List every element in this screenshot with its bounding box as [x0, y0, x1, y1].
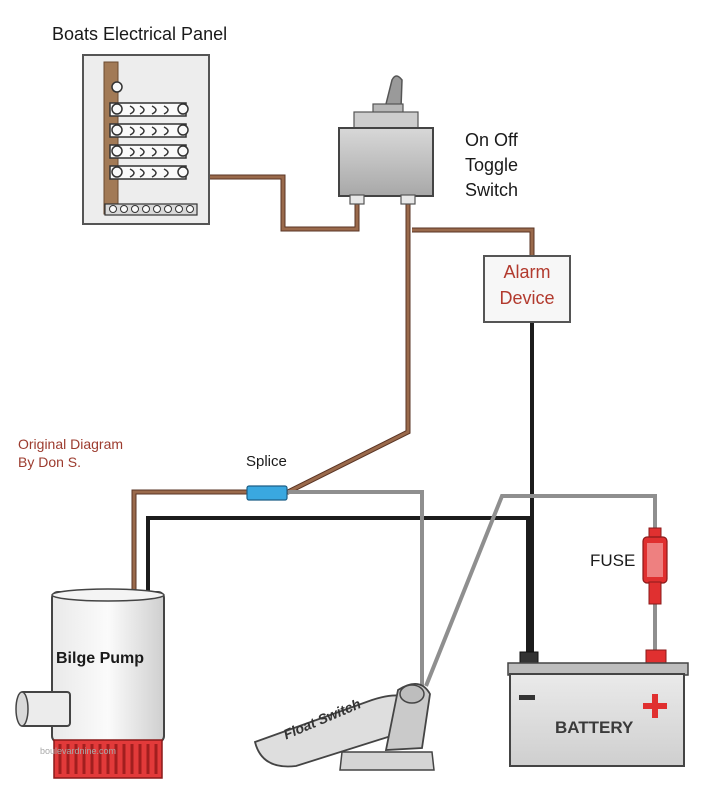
toggle-lever	[384, 75, 403, 109]
wire-splice-to-float	[288, 490, 424, 690]
electrical-panel	[82, 54, 210, 225]
wire-pump-to-battery	[146, 516, 530, 654]
alarm-device-box	[483, 255, 571, 323]
credit-line1: Original Diagram	[18, 436, 124, 452]
bilge-pump-label: Bilge Pump	[56, 650, 145, 667]
wire-switch-to-alarm	[412, 227, 535, 257]
battery-positive-sign	[643, 694, 667, 718]
toggle-switch-label: On Off Toggle Switch	[465, 128, 518, 203]
wire-switch-to-pump	[131, 202, 411, 592]
toggle-label-line2: Toggle	[465, 155, 519, 175]
credit-label: Original Diagram By Don S.	[18, 435, 123, 471]
panel-breakers	[109, 81, 189, 180]
panel-ground-bus	[104, 203, 198, 216]
wire-panel-to-switch	[190, 174, 360, 232]
toggle-label-line1: On Off	[465, 130, 518, 150]
fuse-label: FUSE	[590, 551, 636, 570]
battery-label: BATTERY	[555, 718, 634, 737]
panel-title: Boats Electrical Panel	[52, 24, 228, 44]
wires	[131, 174, 657, 690]
float-switch	[253, 683, 435, 771]
battery-negative-sign	[519, 695, 535, 700]
splice-connector	[246, 485, 288, 501]
fuse-holder	[642, 527, 668, 605]
alarm-label-line1: Alarm	[503, 262, 551, 282]
toggle-switch	[338, 75, 434, 205]
alarm-device-label: Alarm Device	[486, 259, 568, 311]
battery	[507, 649, 689, 767]
alarm-label-line2: Device	[499, 288, 555, 308]
toggle-label-line3: Switch	[465, 180, 519, 200]
credit-line2: By Don S.	[18, 454, 82, 470]
watermark: boulevardnine.com	[40, 746, 117, 756]
bilge-pump	[15, 588, 165, 779]
splice-label: Splice	[246, 453, 287, 470]
wire-float-to-fuse	[424, 494, 657, 687]
